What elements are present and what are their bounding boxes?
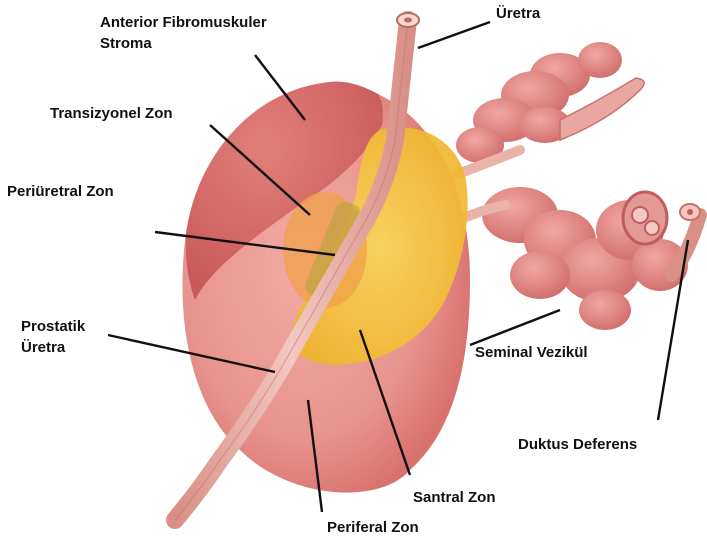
label-anterior-line-2: Stroma [100,33,267,54]
leader-uretra [418,22,490,48]
label-prostatik-line-1: Prostatik [21,316,85,337]
label-prostatik-line-2: Üretra [21,337,85,358]
label-transizyonel-zon: Transizyonel Zon [50,103,173,124]
label-prostatik-uretra: Prostatik Üretra [21,316,85,358]
label-santral-zon: Santral Zon [413,487,496,508]
label-anterior-fibromuskuler-stroma: Anterior Fibromuskuler Stroma [100,12,267,54]
seminal-vesicle-upper [456,42,644,163]
label-periuretral-zon: Periüretral Zon [7,181,114,202]
leader-seminal-vezikul [470,310,560,345]
seminal-vesicle-lower [482,187,688,330]
label-duktus-deferens: Duktus Deferens [518,434,637,455]
label-periferal-zon: Periferal Zon [327,517,419,538]
ductus-deferens-tube [672,204,700,275]
label-anterior-line-1: Anterior Fibromuskuler [100,12,267,33]
label-seminal-vezikul: Seminal Vezikül [475,342,588,363]
label-uretra: Üretra [496,3,540,24]
